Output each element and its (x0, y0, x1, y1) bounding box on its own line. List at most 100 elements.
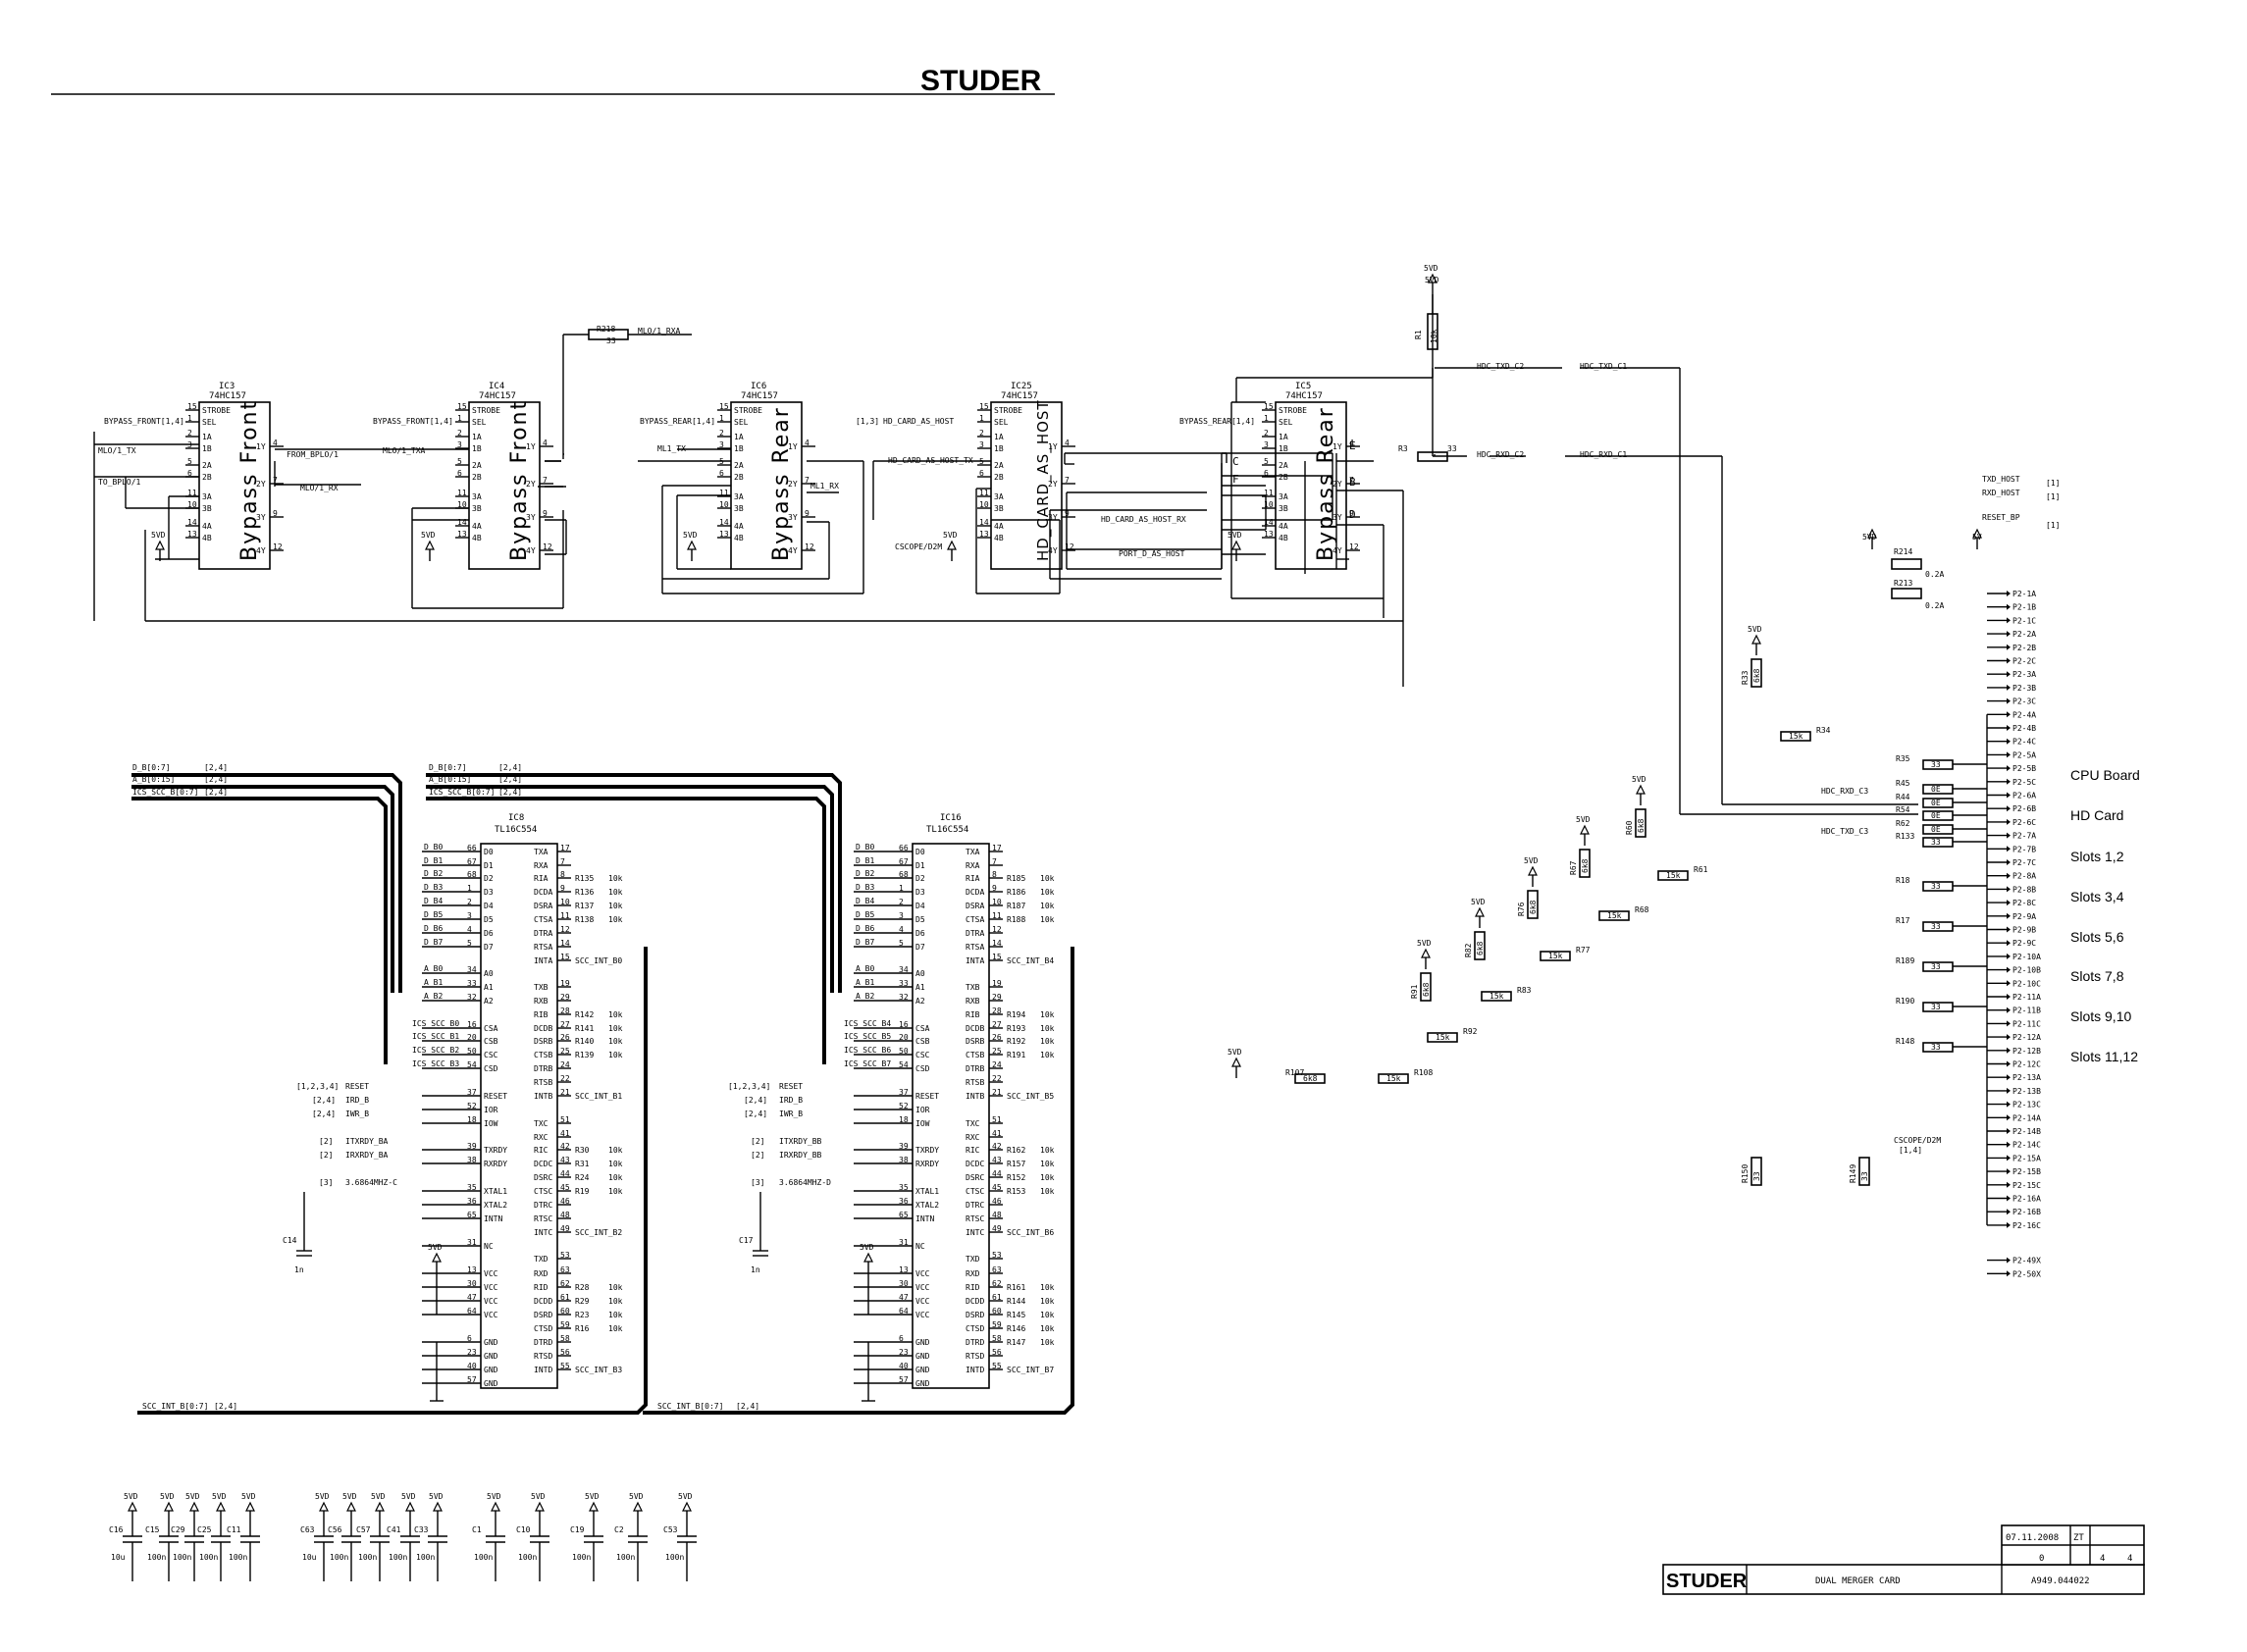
mux-pin-label: SEL (734, 418, 749, 427)
label-r213: R213 (1894, 579, 1912, 588)
uart-pin-number: 67 (899, 857, 909, 866)
cap-ref: C41 (387, 1525, 401, 1534)
cap-value: 100n (665, 1553, 684, 1562)
ic8-ctrl-ref-reset: [1,2,3,4] (296, 1082, 339, 1091)
pullup-resistor-r91-ref: R91 (1410, 984, 1419, 999)
bus-ref-a2: [2,4] (498, 775, 522, 784)
label-hd-card-as-host: HD_CARD_AS_HOST (883, 417, 954, 426)
uart-pin-label: TXC (966, 1119, 980, 1128)
mux-pin-number: 5 (187, 457, 192, 466)
cap-supply-label: 5VD (371, 1492, 386, 1501)
connector-pin-label: P2-12B (2012, 1047, 2041, 1056)
title-date: 07.11.2008 (2006, 1533, 2059, 1543)
uart-pin-number: 15 (560, 953, 570, 961)
uart-pin-number: 61 (992, 1293, 1002, 1302)
ic5-letter-f: F (1232, 473, 1239, 486)
connector-pin-label: P2-2A (2012, 630, 2036, 639)
ic16-ctrl-clk: 3.6864MHZ-D (779, 1178, 831, 1187)
mux-pin-number: 12 (543, 542, 552, 551)
mux-pin-number: 1 (187, 414, 192, 423)
connector-pin-arrow (2007, 1195, 2011, 1202)
cap-supply-label: 5VD (315, 1492, 330, 1501)
mux-pin-number: 4 (805, 439, 810, 447)
uart-pin-label: VCC (484, 1297, 498, 1306)
uart-pullup-ref: R23 (575, 1311, 590, 1319)
uart-pullup-ref: R194 (1007, 1010, 1025, 1019)
uart-pin-label: D1 (915, 861, 925, 870)
mux-pin-number: 7 (805, 476, 810, 485)
uart-pin-number: 5 (467, 939, 472, 948)
mux-pin-label: STROBE (202, 406, 231, 415)
bottom-resistor-r149-ref: R149 (1849, 1164, 1857, 1183)
uart-pullup-ref: R142 (575, 1010, 594, 1019)
uart-pullup-value: 10k (1040, 1324, 1055, 1333)
uart-data-bit: D_B7 (856, 938, 874, 947)
uart-pin-number: 54 (467, 1060, 477, 1069)
uart-pin-label: RXD (534, 1269, 549, 1278)
mux-pin-number: 4 (543, 439, 548, 447)
uart-pin-number: 64 (467, 1307, 477, 1316)
uart-cs-label: ICS_SCC_B5 (844, 1032, 891, 1041)
uart-pin-number: 47 (467, 1293, 477, 1302)
divider-resistor-r34 (1780, 731, 1811, 742)
bus-label-ics: ICS_SCC_B[0:7] (132, 788, 198, 797)
mux-pin-number: 12 (805, 542, 814, 551)
cap-value: 100n (199, 1553, 218, 1562)
connector-pin-arrow (2007, 631, 2011, 638)
uart-pullup-value: 10k (608, 1311, 623, 1319)
mux-pin-label: 4B (994, 534, 1004, 542)
mux-ref: IC3 (219, 382, 235, 391)
label-hdc-rxd-c3: HDC_RXD_C3 (1821, 787, 1868, 796)
connector-pin-arrow (2007, 994, 2011, 1000)
uart-cs-label: ICS_SCC_B4 (844, 1019, 891, 1028)
ic8-ctrl-ref-rxrdy: [2] (319, 1151, 333, 1160)
mux-pin-number: 1 (719, 414, 724, 423)
uart-pullup-value: 10k (1040, 1146, 1055, 1155)
uart-section: IC8TL16C554D066D167D268D31D42D53D64D75A0… (283, 813, 1055, 1402)
mux-pin-label: 3Y (1048, 513, 1058, 522)
divider-resistor-r108 (1378, 1073, 1409, 1084)
uart-pullup-ref: R153 (1007, 1187, 1025, 1196)
mux-pin-number: 13 (1264, 530, 1274, 539)
uart-pin-label: DSRA (966, 902, 984, 910)
mux-pin-number: 13 (457, 530, 467, 539)
mux-pin-number: 3 (457, 440, 462, 449)
fuse-5v-supply-arrow (1972, 528, 1982, 539)
uart-pin-label: RTSB (534, 1078, 552, 1087)
label-mlo-rxa: MLO/1_RXA (638, 327, 681, 336)
uart-pin-number: 58 (560, 1334, 570, 1343)
connector-pin-arrow (2007, 725, 2011, 731)
uart-pin-number: 30 (467, 1279, 477, 1288)
mux-supply-arrow (947, 540, 957, 550)
uart-pin-label: CSD (915, 1064, 930, 1073)
uart-pin-label: INTB (534, 1092, 552, 1101)
connector-pin-arrow (2007, 872, 2011, 879)
uart-pin-number: 7 (560, 857, 565, 866)
slot-label: CPU Board (2070, 767, 2140, 783)
uart-pullup-value: 10k (1040, 1173, 1055, 1182)
bus-label-d2: D_B[0:7] (429, 763, 467, 772)
label-from-bplo: FROM_BPLO/1 (287, 450, 339, 459)
uart-data-bit: D_B6 (856, 924, 874, 933)
uart-pin-number: 9 (992, 884, 997, 893)
bus-ref-a: [2,4] (204, 775, 228, 784)
ic8-ctrl-txrdy: ITXRDY_BA (345, 1137, 389, 1146)
connector-pin-arrow (2007, 1034, 2011, 1041)
cap-ref: C29 (171, 1525, 185, 1534)
mux-supply-arrow (1231, 540, 1241, 550)
uart-pin-label: CTSD (534, 1324, 552, 1333)
uart-data-bit: D_B7 (424, 938, 443, 947)
connector-pin-arrow (2007, 886, 2011, 893)
ic8-ctrl-ird: IRD_B (345, 1096, 369, 1105)
uart-pin-number: 32 (899, 993, 909, 1002)
divider-resistor-r92-ref: R92 (1463, 1027, 1478, 1036)
cap-value: 100n (229, 1553, 247, 1562)
pullup-resistor-r82-value: 6k8 (1476, 941, 1485, 955)
series-resistor-r17-value: 33 (1931, 922, 1941, 931)
divider-resistor-r83 (1481, 991, 1512, 1002)
uart-pin-number: 7 (992, 857, 997, 866)
